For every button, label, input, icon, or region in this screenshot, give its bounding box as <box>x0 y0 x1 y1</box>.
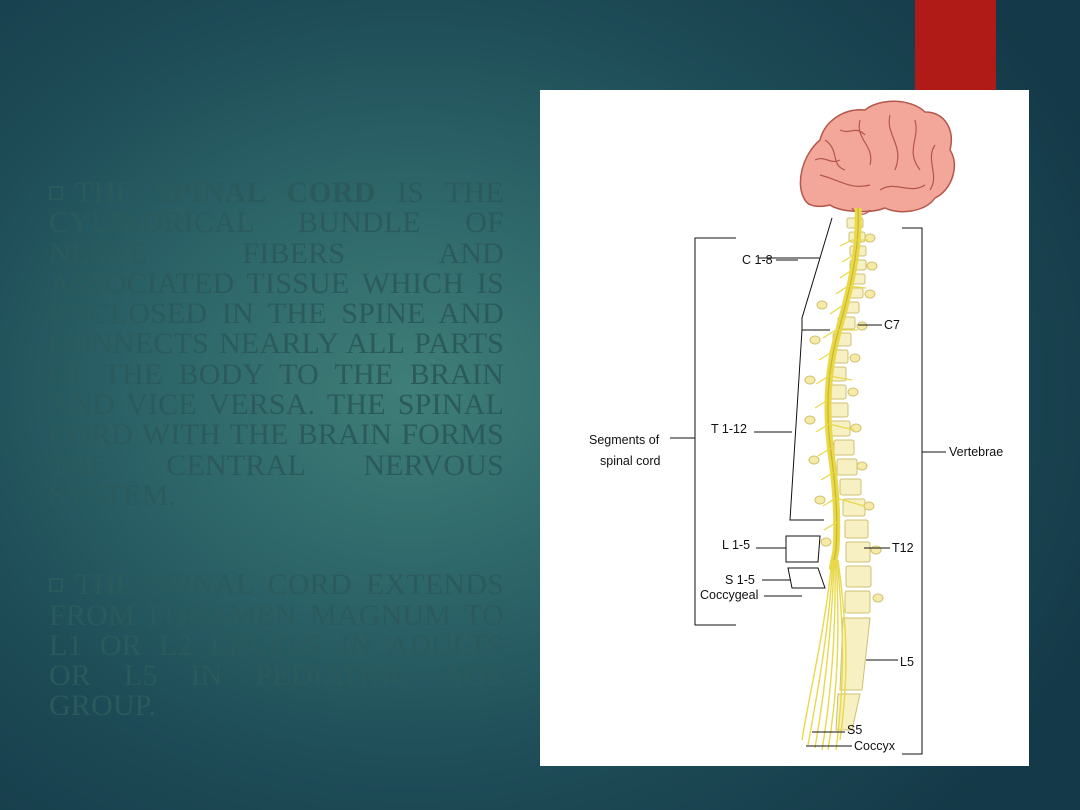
spinal-cord-figure: C 1-8 T 1-12 L 1-5 S 1-5 Coccygeal Segme… <box>540 90 1029 766</box>
paragraph-1-bold: SPINAL CORD <box>155 176 376 209</box>
accent-bar <box>915 0 996 90</box>
label-s5: S5 <box>847 723 862 737</box>
label-vertebrae: Vertebrae <box>949 445 1003 459</box>
label-t1-12: T 1-12 <box>711 422 747 436</box>
label-coccyx: Coccyx <box>854 739 896 753</box>
paragraph-1-rest: IS THE CYLINDRICAL BUNDLE OF NERVE FIBER… <box>49 176 504 512</box>
figure-labels: C 1-8 T 1-12 L 1-5 S 1-5 Coccygeal Segme… <box>589 253 1003 753</box>
label-s1-5: S 1-5 <box>725 573 755 587</box>
label-l5: L5 <box>900 655 914 669</box>
vertebrae-brackets <box>806 227 946 755</box>
segment-brackets <box>670 217 833 626</box>
spinous-processes <box>804 233 884 603</box>
label-c1-8: C 1-8 <box>742 253 773 267</box>
slide-text: THE SPINAL CORD IS THE CYLINDRICAL BUNDL… <box>49 176 504 722</box>
label-l1-5: L 1-5 <box>722 538 750 552</box>
brain-illustration <box>799 100 956 215</box>
checkbox-bullet-icon <box>49 578 63 593</box>
label-t12: T12 <box>892 541 914 555</box>
paragraph-2: THE SPINAL CORD EXTENDS FROM FORAMEN MAG… <box>49 570 504 721</box>
label-segments-line2: spinal cord <box>600 454 660 468</box>
label-coccygeal: Coccygeal <box>700 588 758 602</box>
paragraph-2-text: THE SPINAL CORD EXTENDS FROM FORAMEN MAG… <box>49 568 504 723</box>
paragraph-1: THE SPINAL CORD IS THE CYLINDRICAL BUNDL… <box>49 176 504 512</box>
label-segments-line1: Segments of <box>589 433 660 447</box>
checkbox-bullet-icon <box>49 186 63 200</box>
paragraph-1-start: THE <box>75 176 156 209</box>
spinal-cord-diagram: C 1-8 T 1-12 L 1-5 S 1-5 Coccygeal Segme… <box>589 100 1003 755</box>
spinal-cord <box>801 207 868 751</box>
label-c7: C7 <box>884 318 900 332</box>
